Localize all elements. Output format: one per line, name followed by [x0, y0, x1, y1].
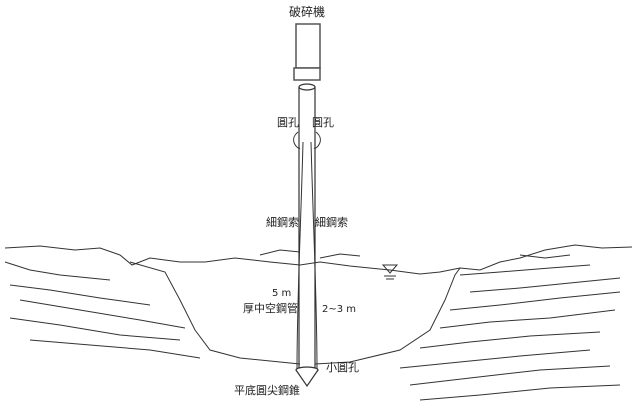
diameter-label: 2~3 m — [322, 304, 356, 315]
steel-rope — [293, 131, 321, 371]
steel-pipe — [298, 83, 316, 372]
water-level-triangle-icon — [381, 264, 399, 280]
tip-label: 平底圓尖鋼錐 — [234, 383, 300, 397]
crusher-label: 破碎機 — [289, 4, 325, 19]
round-hole-left-label: 圓孔 — [277, 116, 299, 129]
ground-profile — [4, 244, 633, 401]
steel-rope-left-label: 細鋼索 — [266, 215, 299, 229]
depth-label: 5 m — [272, 288, 291, 299]
steel-cone-tip — [295, 366, 319, 388]
steel-rope-right-label: 細鋼索 — [315, 215, 348, 229]
round-hole-right-label: 圓孔 — [312, 116, 334, 129]
pipe-label: 厚中空鋼管 — [243, 301, 298, 315]
crusher-machine — [293, 23, 321, 81]
small-hole-label: 小圓孔 — [326, 361, 359, 374]
